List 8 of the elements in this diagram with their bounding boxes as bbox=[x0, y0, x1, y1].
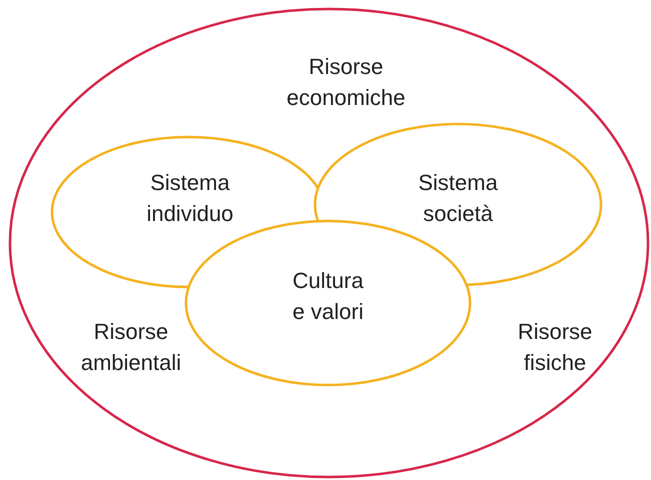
region-label: Sistema individuo bbox=[146, 169, 234, 228]
region-label: Risorse economiche bbox=[286, 53, 406, 112]
region-label: Risorse ambientali bbox=[80, 318, 182, 377]
ellipse-region bbox=[10, 9, 648, 477]
region-label: Sistema società bbox=[417, 169, 499, 228]
region-label: Cultura e valori bbox=[292, 267, 364, 326]
region-label: Risorse fisiche bbox=[516, 318, 594, 377]
ellipse-region bbox=[186, 221, 470, 385]
